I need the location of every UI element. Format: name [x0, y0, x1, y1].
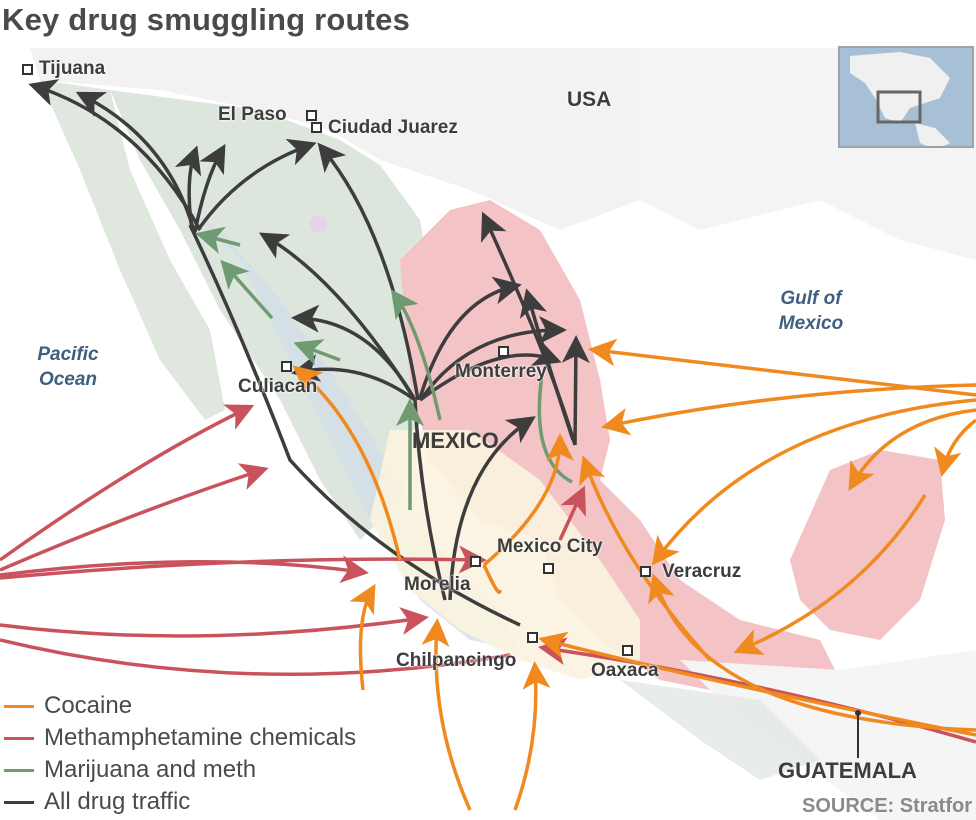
city-label-tijuana: Tijuana — [39, 58, 106, 79]
city-marker-morelia — [470, 556, 481, 567]
city-label-morelia: Morelia — [404, 574, 471, 595]
gulf-label-line2: Mexico — [778, 313, 844, 334]
map-title: Key drug smuggling routes — [2, 2, 411, 37]
legend-swatch-all — [4, 800, 34, 804]
legend-label: Cocaine — [44, 692, 133, 719]
city-marker-tijuana — [22, 64, 33, 75]
city-label-monterrey: Monterrey — [455, 361, 547, 382]
city-label-oaxaca: Oaxaca — [591, 660, 659, 681]
legend-swatch-cocaine — [4, 704, 34, 708]
route-map — [0, 48, 976, 820]
legend-label: Methamphetamine chemicals — [44, 724, 357, 751]
country-label-usa: USA — [567, 88, 612, 111]
map-area — [0, 48, 976, 820]
city-marker-veracruz — [640, 566, 651, 577]
city-label-mexico-city: Mexico City — [497, 536, 603, 557]
legend-item-cocaine: Cocaine — [4, 690, 356, 722]
city-marker-monterrey — [498, 346, 509, 357]
city-label-chilpancingo: Chilpancingo — [396, 650, 517, 671]
gulf-of-mexico-label: Gulf of Mexico — [756, 286, 866, 336]
legend-item-meth-chemicals: Methamphetamine chemicals — [4, 722, 356, 754]
city-label-el-paso: El Paso — [218, 104, 287, 125]
pacific-label-line1: Pacific — [37, 344, 99, 365]
pacific-ocean-label: Pacific Mexico Ocean — [18, 342, 118, 392]
city-marker-ciudad-juarez — [311, 122, 322, 133]
legend-swatch-marijuana — [4, 768, 34, 772]
legend-label: Marijuana and meth — [44, 756, 257, 783]
city-label-culiacan: Culiacan — [238, 376, 318, 397]
city-marker-el-paso — [306, 110, 317, 121]
legend-swatch-meth — [4, 736, 34, 740]
country-label-mexico: MEXICO — [412, 428, 499, 453]
city-marker-culiacan — [281, 361, 292, 372]
source-credit: SOURCE: Stratfor — [801, 795, 972, 817]
pacific-label-line2: Ocean — [38, 369, 98, 390]
city-marker-oaxaca — [622, 645, 633, 656]
city-label-ciudad-juarez: Ciudad Juarez — [328, 117, 458, 138]
legend: Cocaine Methamphetamine chemicals Mariju… — [4, 690, 356, 818]
legend-item-marijuana-meth: Marijuana and meth — [4, 754, 356, 786]
legend-item-all-traffic: All drug traffic — [4, 786, 356, 818]
city-label-veracruz: Veracruz — [662, 561, 742, 582]
locator-inset-map — [838, 46, 974, 148]
legend-label: All drug traffic — [44, 788, 191, 815]
gulf-label-line1: Gulf of — [780, 288, 842, 309]
locator-map-graphic — [850, 52, 950, 146]
city-marker-mexico-city — [543, 563, 554, 574]
country-label-guatemala: GUATEMALA — [778, 758, 917, 783]
city-marker-chilpancingo — [527, 632, 538, 643]
